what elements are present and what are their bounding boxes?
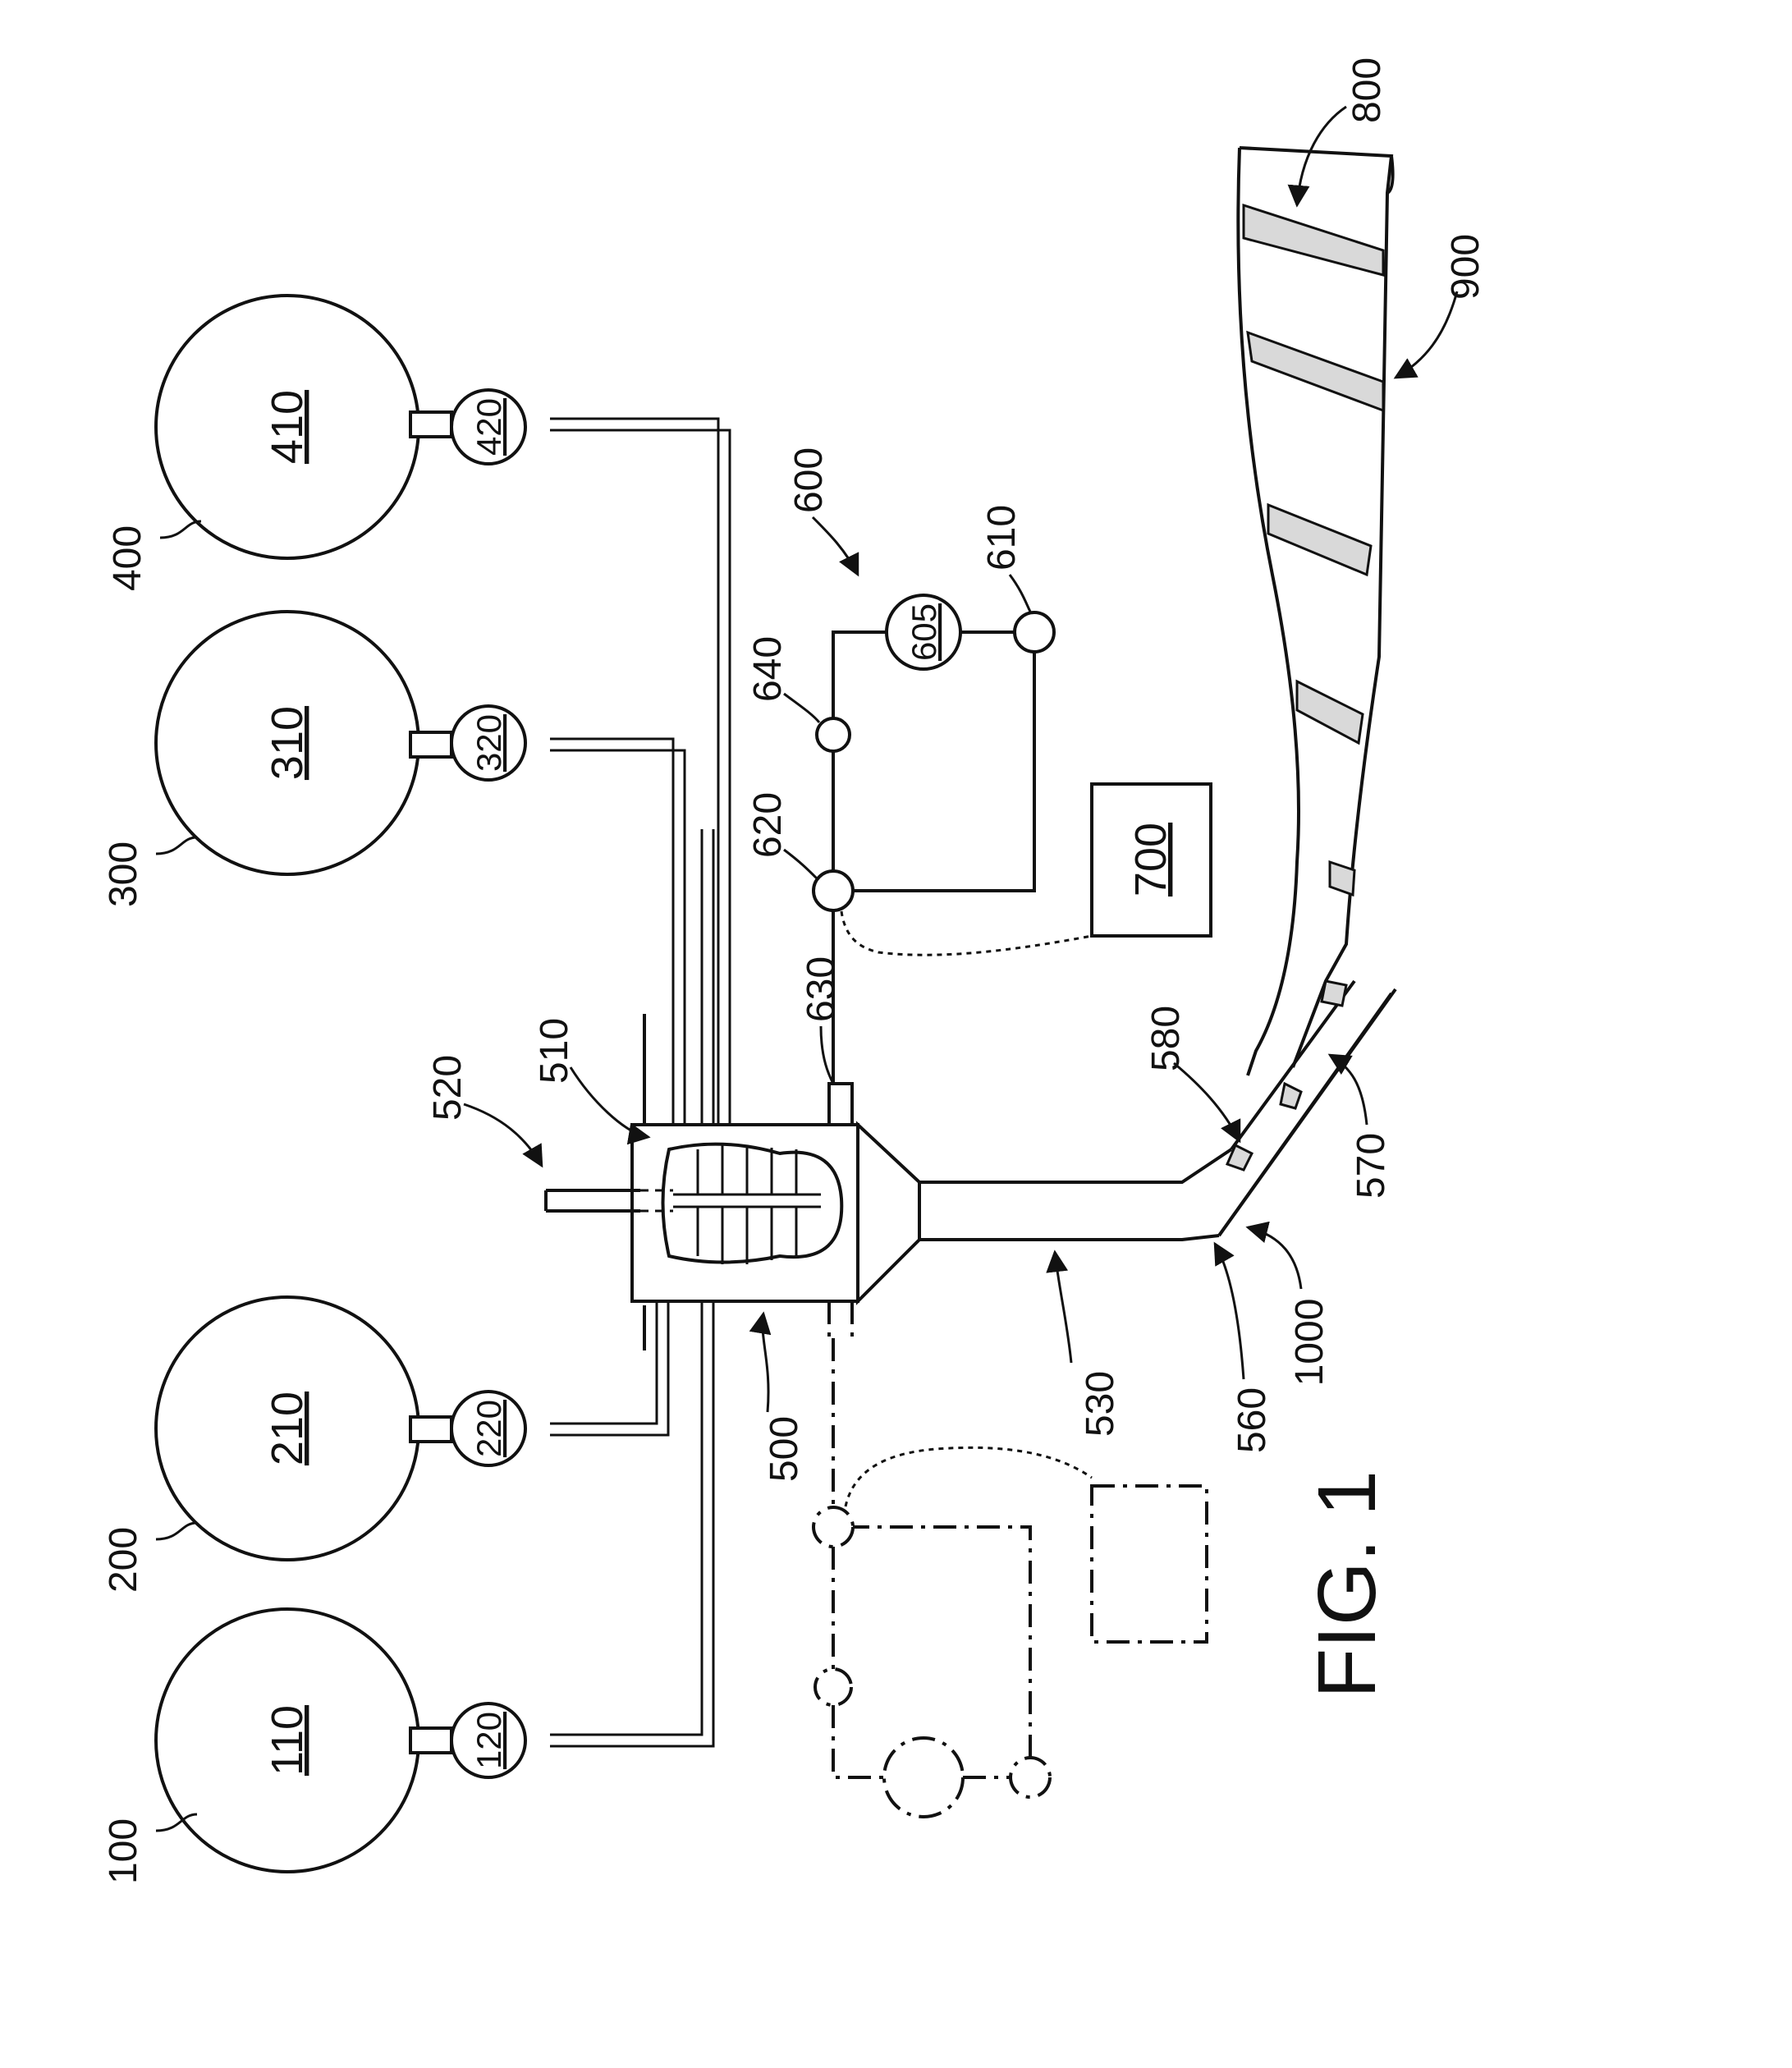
figure-caption: FIG. 1 (1301, 1470, 1393, 1699)
svg-text:300: 300 (102, 841, 145, 907)
svg-text:120: 120 (470, 1712, 508, 1769)
svg-text:510: 510 (533, 1018, 576, 1084)
tank-400: 410 420 (156, 296, 525, 558)
svg-text:530: 530 (1079, 1371, 1122, 1437)
tank-200: 210 220 (156, 1297, 525, 1560)
svg-text:560: 560 (1231, 1387, 1274, 1453)
svg-text:620: 620 (746, 792, 790, 858)
tank-300: 310 320 (156, 612, 525, 874)
svg-text:570: 570 (1350, 1133, 1393, 1199)
svg-text:420: 420 (470, 398, 508, 456)
svg-text:220: 220 (470, 1400, 508, 1457)
pump-circuit: 605 (814, 595, 1092, 1084)
svg-text:640: 640 (746, 636, 790, 702)
svg-text:210: 210 (263, 1392, 312, 1465)
svg-text:610: 610 (980, 505, 1024, 571)
svg-text:605: 605 (905, 603, 943, 661)
mixer-vessel (546, 1084, 919, 1301)
svg-text:320: 320 (470, 714, 508, 772)
outlet-conduit (829, 981, 1396, 1338)
svg-text:520: 520 (426, 1055, 470, 1121)
svg-text:630: 630 (800, 956, 843, 1022)
svg-text:1000: 1000 (1288, 1299, 1331, 1387)
svg-text:410: 410 (263, 390, 312, 464)
svg-text:580: 580 (1144, 1006, 1188, 1071)
tank-100: 110 120 (156, 1609, 525, 1872)
supply-lines (550, 419, 730, 1746)
alternate-position (814, 1338, 1207, 1817)
svg-text:600: 600 (787, 447, 831, 513)
svg-text:800: 800 (1345, 57, 1389, 123)
svg-text:700: 700 (1126, 823, 1176, 896)
svg-text:310: 310 (263, 706, 312, 780)
svg-text:110: 110 (263, 1705, 312, 1776)
svg-text:100: 100 (102, 1818, 145, 1884)
svg-text:200: 200 (102, 1527, 145, 1593)
svg-text:500: 500 (763, 1416, 806, 1482)
substrate-800 (1227, 148, 1393, 1170)
svg-text:400: 400 (106, 525, 149, 591)
controller-700: 700 (1092, 784, 1211, 936)
svg-text:900: 900 (1444, 234, 1487, 300)
